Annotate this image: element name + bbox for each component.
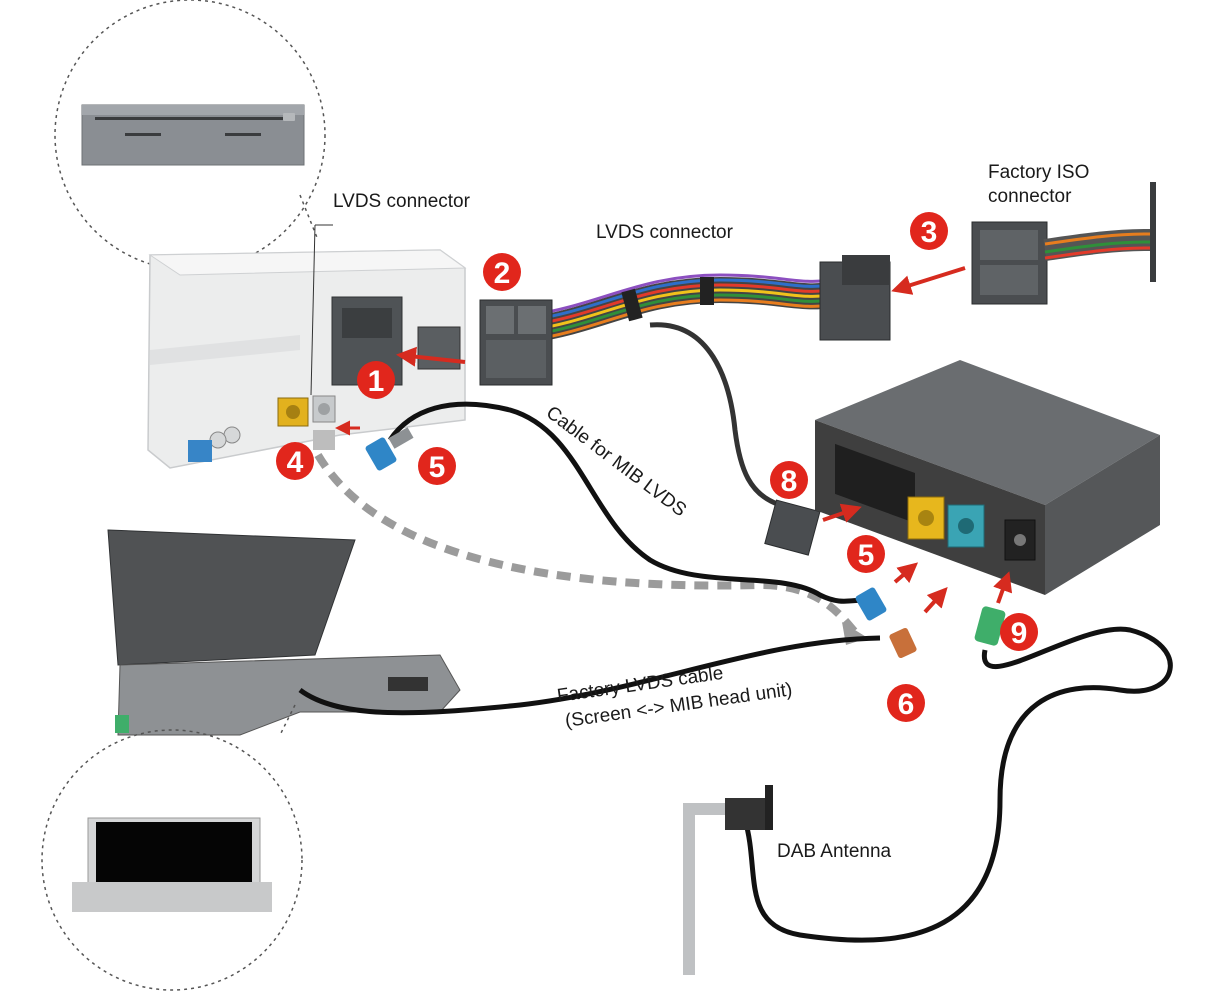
iso-female-connector bbox=[819, 255, 891, 341]
badge-8: 8 bbox=[770, 461, 808, 499]
quadlock-connector bbox=[479, 299, 553, 386]
cable-dab-antenna bbox=[742, 626, 1173, 943]
badge-2: 2 bbox=[483, 253, 521, 291]
fakra-brown-connector bbox=[889, 627, 917, 659]
label-dab-antenna: DAB Antenna bbox=[777, 841, 892, 862]
connector-8 bbox=[764, 499, 821, 556]
cable-mib-lvds bbox=[387, 401, 866, 604]
svg-text:2: 2 bbox=[494, 257, 511, 290]
svg-text:6: 6 bbox=[898, 688, 915, 721]
interface-box-icon bbox=[815, 360, 1160, 595]
svg-text:5: 5 bbox=[858, 539, 875, 572]
label-lvds-connector-left: LVDS connector bbox=[333, 191, 471, 212]
svg-text:4: 4 bbox=[287, 446, 304, 479]
label-factory-iso-line1: Factory ISO bbox=[988, 162, 1089, 183]
cable-can-to-interface bbox=[649, 322, 781, 508]
cd-drive-icon bbox=[81, 104, 305, 166]
svg-text:1: 1 bbox=[368, 365, 385, 398]
badge-9: 9 bbox=[1000, 613, 1038, 651]
badge-3: 3 bbox=[910, 212, 948, 250]
fakra-blue-connector-head bbox=[365, 427, 414, 471]
svg-text:3: 3 bbox=[921, 216, 938, 249]
dashed-reroute-path bbox=[314, 452, 858, 635]
label-lvds-connector-top: LVDS connector bbox=[596, 222, 734, 243]
dab-antenna-icon bbox=[683, 785, 773, 975]
screen-icon bbox=[107, 529, 461, 736]
badge-5-head-unit: 5 bbox=[418, 447, 456, 485]
svg-text:8: 8 bbox=[781, 465, 798, 498]
badge-4: 4 bbox=[276, 442, 314, 480]
svg-text:5: 5 bbox=[429, 451, 446, 484]
factory-iso-connector bbox=[971, 182, 1156, 305]
badge-6: 6 bbox=[887, 684, 925, 722]
zoom-circle-cd-unit bbox=[54, 0, 326, 271]
zoom-circle-screen bbox=[41, 729, 303, 991]
iso-harness bbox=[528, 273, 833, 343]
fakra-blue-connector-interface bbox=[855, 587, 887, 621]
dab-fakra-connector bbox=[974, 606, 1006, 646]
badge-1: 1 bbox=[357, 361, 395, 399]
cable-factory-lvds bbox=[298, 635, 881, 716]
label-cable-mib-lvds: Cable for MIB LVDS bbox=[542, 402, 690, 521]
mib-head-unit bbox=[147, 249, 467, 469]
label-factory-iso-line2: connector bbox=[988, 186, 1072, 207]
badge-5-interface: 5 bbox=[847, 535, 885, 573]
svg-text:9: 9 bbox=[1011, 617, 1028, 650]
